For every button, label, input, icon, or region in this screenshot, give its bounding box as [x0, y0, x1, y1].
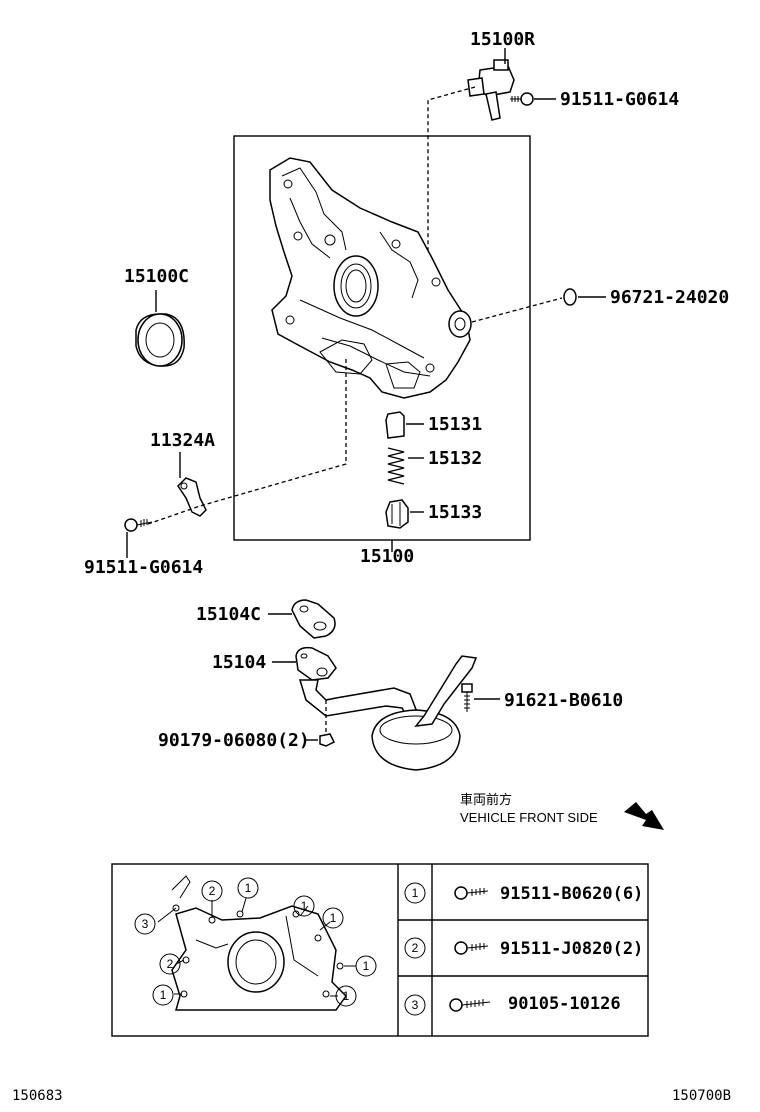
row-part-number: 91511-B0620(6)	[500, 884, 643, 904]
spring-15132	[387, 447, 405, 485]
bolt-icon	[449, 998, 491, 1012]
svg-text:2: 2	[209, 884, 216, 898]
row-part-number: 91511-J0820(2)	[500, 939, 643, 959]
bolt-91511-G0614-top	[510, 92, 534, 106]
bracket-11324A	[177, 477, 207, 517]
gasket-15104C	[291, 599, 336, 639]
row-marker: 2	[412, 941, 419, 955]
part-label-15104: 15104	[212, 652, 266, 673]
svg-text:1: 1	[343, 989, 350, 1003]
part-label-91511-G0614-top: 91511-G0614	[560, 89, 679, 110]
part-label-90179-06080: 90179-06080(2)	[158, 730, 310, 751]
part-label-11324A: 11324A	[150, 430, 215, 451]
part-label-91511-G0614-bottom: 91511-G0614	[84, 557, 203, 578]
table-row: 1 91511-B0620(6)	[404, 882, 643, 904]
sensor-15100R	[467, 59, 515, 121]
callout-marker: 1	[237, 877, 259, 899]
o-ring-96721	[563, 288, 577, 306]
relief-valve-15131	[385, 411, 405, 439]
callout-marker: 2	[201, 880, 223, 902]
bolt-icon	[454, 941, 489, 955]
svg-text:1: 1	[301, 899, 308, 913]
figure-code-right: 150700B	[672, 1088, 731, 1104]
callout-marker: 1	[322, 907, 344, 929]
callout-marker: 1	[152, 984, 174, 1006]
table-row: 3 90105-10126	[404, 994, 621, 1016]
svg-text:1: 1	[330, 911, 337, 925]
front-cover-location-sketch	[157, 875, 356, 1011]
part-label-15100: 15100	[360, 546, 414, 567]
part-label-15100C: 15100C	[124, 266, 189, 287]
callout-marker: 1	[335, 985, 357, 1007]
callout-marker: 3	[134, 913, 156, 935]
plug-15133	[385, 499, 409, 529]
bolt-icon	[454, 886, 489, 900]
svg-text:1: 1	[363, 959, 370, 973]
callout-marker: 1	[293, 895, 315, 917]
nut-90179	[319, 733, 336, 747]
direction-english: VEHICLE FRONT SIDE	[460, 810, 598, 825]
oil-seal-15100C	[135, 313, 185, 367]
row-marker: 1	[412, 886, 419, 900]
part-label-15133: 15133	[428, 502, 482, 523]
assembly-box-15100	[233, 135, 531, 541]
bolt-location-table: 3 2 1 1 1 2 1 1 1 1 91511-B0620(6) 2 915	[111, 863, 649, 1037]
part-label-15100R: 15100R	[470, 29, 535, 50]
part-label-96721-24020: 96721-24020	[610, 287, 729, 308]
svg-text:1: 1	[245, 881, 252, 895]
oil-pump-body	[269, 157, 472, 399]
figure-code-left: 150683	[12, 1088, 63, 1104]
table-row: 2 91511-J0820(2)	[404, 937, 643, 959]
front-direction-arrow-icon	[624, 802, 664, 830]
svg-text:3: 3	[142, 917, 149, 931]
bolt-91621-B0610	[461, 683, 473, 712]
svg-text:1: 1	[160, 988, 167, 1002]
part-label-15131: 15131	[428, 414, 482, 435]
oil-strainer-15104	[295, 646, 478, 771]
part-label-91621-B0610: 91621-B0610	[504, 690, 623, 711]
bolt-91511-G0614-bottom	[124, 518, 153, 532]
row-part-number: 90105-10126	[508, 994, 621, 1014]
direction-japanese: 車両前方	[460, 792, 512, 807]
part-label-15104C: 15104C	[196, 604, 261, 625]
callout-marker: 1	[355, 955, 377, 977]
row-marker: 3	[412, 998, 419, 1012]
callout-marker: 2	[159, 953, 181, 975]
part-label-15132: 15132	[428, 448, 482, 469]
svg-text:2: 2	[167, 957, 174, 971]
